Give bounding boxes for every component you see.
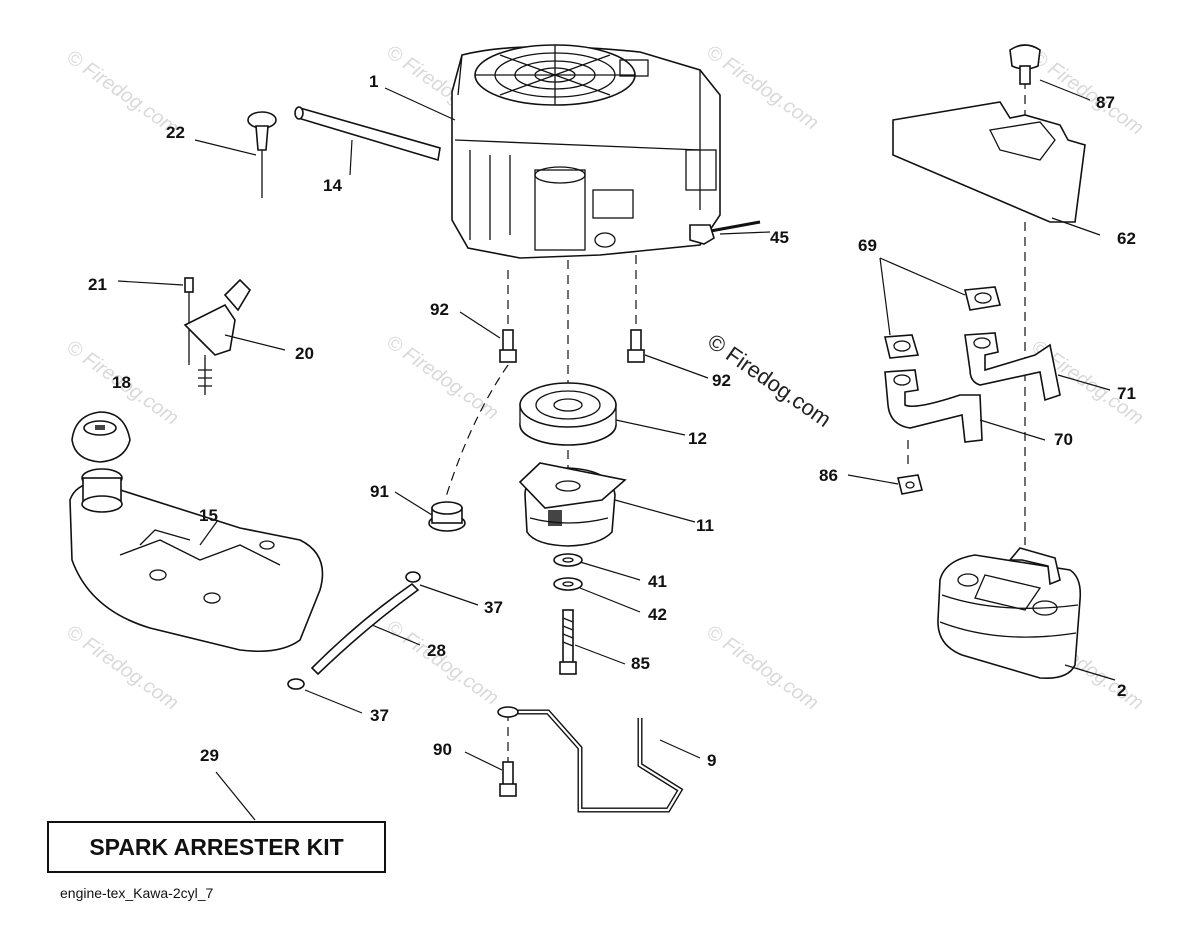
- leader-lines: [117, 79, 1116, 821]
- callout-labels: 1 2 9 11 12 14 15 18 20 21 22 28 29 37 3…: [88, 72, 1136, 770]
- callout-20: 20: [295, 344, 314, 363]
- clutch-part: [518, 462, 627, 547]
- callout-92: 92: [712, 371, 731, 390]
- exhaust-pipe-part: [884, 369, 983, 443]
- watermark: © Firedog.com: [62, 46, 182, 139]
- callout-28: 28: [427, 641, 446, 660]
- watermark: © Firedog.com: [382, 616, 502, 709]
- bolt-part: [499, 329, 517, 363]
- callout-45: 45: [770, 228, 789, 247]
- knob-part: [1009, 44, 1041, 85]
- callout-11: 11: [696, 516, 714, 535]
- callout-71: 71: [1117, 384, 1136, 403]
- callout-14: 14: [323, 176, 342, 195]
- washer-part: [553, 553, 583, 567]
- callout-1: 1: [369, 72, 378, 91]
- diagram-caption: engine-tex_Kawa-2cyl_7: [60, 885, 214, 901]
- gasket-part: [884, 334, 920, 359]
- callout-69: 69: [858, 236, 877, 255]
- engine-part: [451, 44, 721, 259]
- callout-37: 37: [484, 598, 503, 617]
- choke-knob-part: [247, 111, 277, 198]
- grommet-part: [428, 501, 466, 532]
- callout-86: 86: [819, 466, 838, 485]
- callout-29: 29: [200, 746, 219, 765]
- washer-part: [553, 577, 583, 591]
- callout-21: 21: [88, 275, 107, 294]
- clutch-bolt-part: [559, 609, 577, 675]
- callout-87: 87: [1096, 93, 1115, 112]
- fitting-part: [689, 220, 761, 245]
- callout-92: 92: [430, 300, 449, 319]
- watermark: © Firedog.com: [62, 621, 182, 714]
- bolt-part: [627, 329, 645, 363]
- callout-41: 41: [648, 572, 667, 591]
- spark-arrester-kit-label: SPARK ARRESTER KIT: [47, 821, 386, 873]
- throttle-control-part: [183, 277, 252, 395]
- rod-part: [497, 706, 684, 813]
- fuel-tank-part: [69, 468, 324, 653]
- callout-15: 15: [199, 506, 218, 525]
- muffler-part: [937, 547, 1082, 680]
- alignment-lines: [444, 80, 1026, 780]
- callout-37: 37: [370, 706, 389, 725]
- watermark: © Firedog.com: [702, 621, 822, 714]
- callout-9: 9: [707, 751, 716, 770]
- watermark: © Firedog.com: [382, 331, 502, 424]
- callout-85: 85: [631, 654, 650, 673]
- callout-18: 18: [112, 373, 131, 392]
- callout-70: 70: [1054, 430, 1073, 449]
- gasket-part: [963, 286, 1002, 311]
- callout-62: 62: [1117, 229, 1136, 248]
- heat-shield-part: [892, 101, 1086, 223]
- callout-2: 2: [1117, 681, 1126, 700]
- callout-42: 42: [648, 605, 667, 624]
- callout-91: 91: [370, 482, 389, 501]
- hose-part: [294, 106, 441, 162]
- callout-22: 22: [166, 123, 185, 142]
- nut-part: [897, 474, 923, 495]
- bolt-part: [499, 761, 517, 797]
- callout-90: 90: [433, 740, 452, 759]
- exhaust-pipe-part: [964, 332, 1061, 402]
- callout-12: 12: [688, 429, 707, 448]
- fuel-cap-part: [71, 411, 131, 463]
- fuel-line-part: [287, 571, 421, 690]
- pulley-part: [519, 382, 617, 446]
